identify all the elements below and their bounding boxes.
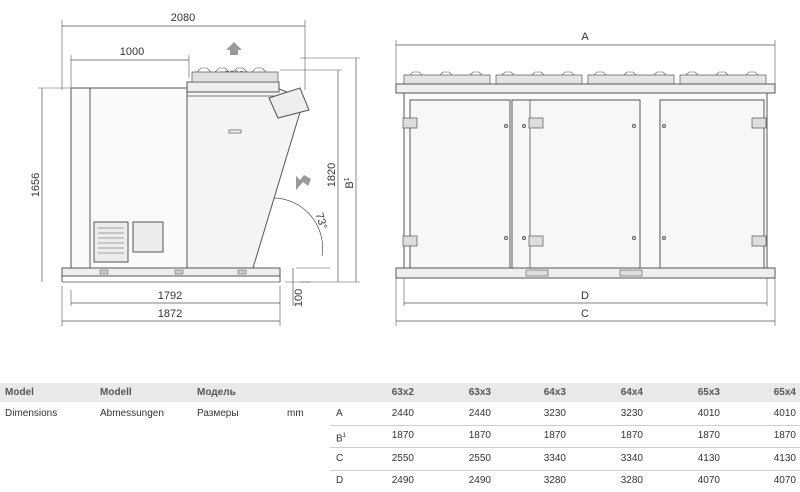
cell-A-6: 4010: [773, 408, 796, 419]
row-divider: [330, 470, 800, 471]
header-model-2: 63x3: [468, 387, 491, 398]
cell-D-6: 4070: [773, 475, 796, 486]
header-model-6: 65x4: [773, 387, 796, 398]
cell-A-1: 2440: [391, 408, 414, 419]
cell-B1-1: 1870: [391, 430, 414, 441]
row-key-D: D: [336, 475, 344, 486]
dim-C: C: [581, 308, 589, 320]
row-label-en: Dimensions: [5, 408, 58, 419]
dim-foot: 100: [293, 289, 305, 307]
header-model-de: Modell: [100, 387, 132, 398]
cell-C-2: 2550: [468, 453, 491, 464]
cell-D-3: 3280: [543, 475, 566, 486]
header-model-4: 64x4: [620, 387, 643, 398]
side-view: [38, 20, 360, 326]
cell-D-5: 4070: [697, 475, 720, 486]
cell-B1-4: 1870: [620, 430, 643, 441]
row-key-B1: B1: [336, 433, 347, 445]
row-label-ru: Размеры: [197, 408, 239, 419]
row-label-unit: mm: [287, 408, 304, 419]
cell-C-1: 2550: [391, 453, 414, 464]
cell-D-1: 2490: [391, 475, 414, 486]
dim-angle: 73°: [313, 211, 329, 230]
table-header-band: [0, 383, 800, 402]
dim-height-right: 1820: [326, 163, 338, 187]
cell-A-4: 3230: [620, 408, 643, 419]
cell-D-2: 2490: [468, 475, 491, 486]
cell-B1-6: 1870: [773, 430, 796, 441]
cell-B1-2: 1870: [468, 430, 491, 441]
row-key-C: C: [336, 453, 344, 464]
cell-D-4: 3280: [620, 475, 643, 486]
dim-base-inner: 1792: [158, 290, 182, 302]
dim-b-label: B1: [344, 177, 356, 188]
cell-C-5: 4130: [697, 453, 720, 464]
dim-fan-offset: 1000: [120, 46, 144, 58]
airflow-in-arrow: [296, 175, 311, 190]
header-model-ru: Модель: [197, 387, 236, 398]
header-model-3: 64x3: [543, 387, 566, 398]
row-label-de: Abmessungen: [100, 408, 164, 419]
dimensions-table: Model Modell Модель 63x2 63x3 64x3 64x4 …: [0, 383, 800, 492]
cell-B1-3: 1870: [543, 430, 566, 441]
front-view: [395, 40, 776, 326]
cell-C-3: 3340: [543, 453, 566, 464]
dim-A: A: [581, 31, 589, 43]
dim-total-depth: 2080: [171, 12, 195, 24]
dim-height-left: 1656: [30, 173, 42, 197]
row-divider: [330, 447, 800, 448]
cell-A-3: 3230: [543, 408, 566, 419]
dim-D: D: [581, 290, 589, 302]
row-divider: [330, 425, 800, 426]
cell-C-6: 4130: [773, 453, 796, 464]
cell-A-2: 2440: [468, 408, 491, 419]
technical-drawing: 2080 1000 1656 1820 B1 73° 1792 1872 100: [30, 12, 776, 326]
row-key-A: A: [336, 408, 343, 419]
header-model-5: 65x3: [697, 387, 720, 398]
header-model-1: 63x2: [391, 387, 414, 398]
airflow-up-arrow: [226, 42, 242, 55]
cell-B1-5: 1870: [697, 430, 720, 441]
dim-base-outer: 1872: [158, 308, 182, 320]
header-model-en: Model: [5, 387, 34, 398]
cell-A-5: 4010: [697, 408, 720, 419]
cell-C-4: 3340: [620, 453, 643, 464]
